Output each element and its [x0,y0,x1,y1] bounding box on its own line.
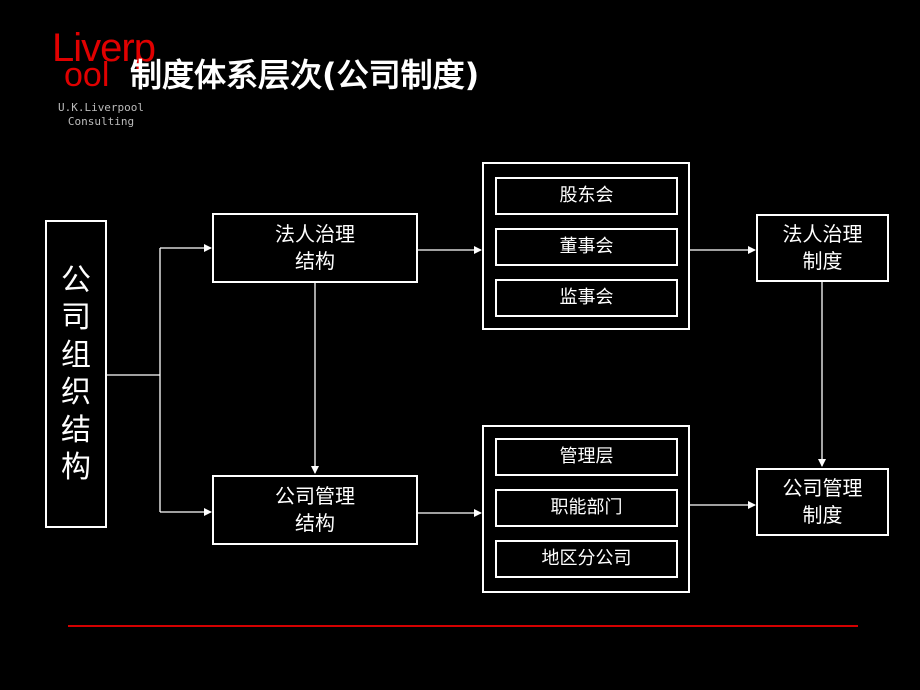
node-board-of-directors: 董事会 [495,228,678,266]
logo-subtitle-line2: Consulting [67,115,135,128]
node-management-layer: 管理层 [495,438,678,476]
node-org-structure: 公 司 组 织 结 构 [45,220,107,528]
footer-divider [68,625,858,627]
node-label-line: 公司管理 [782,476,863,500]
org-char: 结 [61,412,91,448]
node-label-line: 制度 [802,503,843,527]
org-char: 组 [61,337,91,373]
node-shareholders-meeting: 股东会 [495,177,678,215]
node-label-line: 结构 [295,511,335,535]
group-governance-bodies [482,162,690,330]
org-char: 公 [61,262,91,298]
node-label-line: 法人治理 [782,222,863,246]
page-title: 制度体系层次(公司制度) [130,56,480,94]
logo-subtitle-line1: U.K.Liverpool [57,101,145,114]
node-corp-gov-structure: 法人治理 结构 [212,213,418,283]
org-char: 织 [61,375,91,410]
node-label-line: 制度 [802,249,843,273]
node-supervisory-board: 监事会 [495,279,678,317]
node-corp-gov-system: 法人治理 制度 [756,214,889,282]
node-functional-departments: 职能部门 [495,489,678,527]
node-mgmt-system: 公司管理 制度 [756,468,889,536]
node-label-line: 结构 [295,249,335,273]
node-mgmt-structure: 公司管理 结构 [212,475,418,545]
logo-wordmark-line1: Liverp [52,26,156,70]
logo-wordmark-line2: ool [64,56,110,94]
org-char: 司 [61,300,91,335]
org-char: 构 [61,450,91,485]
node-regional-branches: 地区分公司 [495,540,678,578]
node-label-line: 公司管理 [275,484,355,508]
group-management-bodies [482,425,690,593]
node-label-line: 法人治理 [275,222,355,246]
